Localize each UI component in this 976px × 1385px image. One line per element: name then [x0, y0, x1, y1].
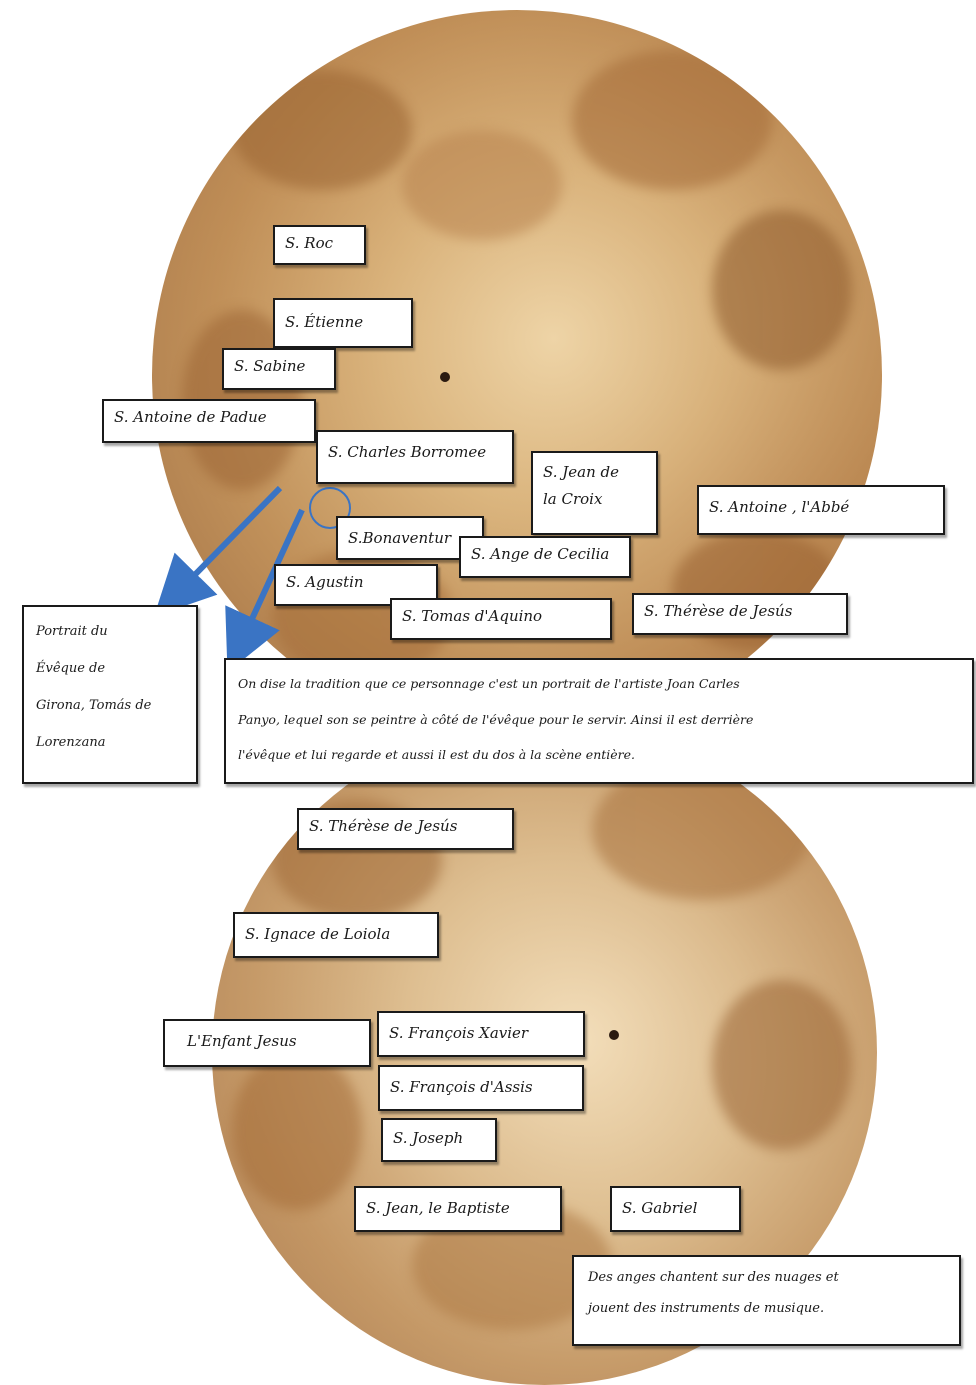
label-s-therese-de-jesus-top: S. Thérèse de Jesús	[632, 593, 848, 635]
label-s-charles-borromee: S. Charles Borromee	[316, 430, 514, 484]
label-s-ange-de-cecilia: S. Ange de Cecilia	[459, 536, 631, 578]
label-s-sabine: S. Sabine	[222, 348, 336, 390]
label-s-roc: S. Roc	[273, 225, 366, 265]
label-l-enfant-jesus: L'Enfant Jesus	[163, 1019, 371, 1067]
label-s-francois-d-assis: S. François d'Assis	[378, 1065, 584, 1111]
top-dome-center-mark	[440, 372, 450, 382]
label-s-antoine-abbe: S. Antoine , l'Abbé	[697, 485, 945, 535]
note-line: jouent des instruments de musique.	[588, 1294, 945, 1325]
label-s-antoine-de-padue: S. Antoine de Padue	[102, 399, 316, 443]
label-line: la Croix	[543, 486, 646, 513]
note-line: l'évêque et lui regarde et aussi il est …	[238, 737, 960, 773]
note-line: Des anges chantent sur des nuages et	[588, 1263, 945, 1294]
bottom-dome-center-mark	[609, 1030, 619, 1040]
note-line: Évêque de	[36, 650, 184, 687]
note-line: Portrait du	[36, 613, 184, 650]
note-line: Lorenzana	[36, 724, 184, 761]
label-line: S. Jean de	[543, 459, 646, 486]
note-line: On dise la tradition que ce personnage c…	[238, 666, 960, 702]
label-s-etienne: S. Étienne	[273, 298, 413, 348]
label-s-joseph: S. Joseph	[381, 1118, 497, 1162]
label-s-ignace-de-loiola: S. Ignace de Loiola	[233, 912, 439, 958]
angels-note: Des anges chantent sur des nuages et jou…	[572, 1255, 961, 1346]
label-s-jean-de-la-croix: S. Jean de la Croix	[531, 451, 658, 535]
note-line: Girona, Tomás de	[36, 687, 184, 724]
portrait-note: Portrait du Évêque de Girona, Tomás de L…	[22, 605, 198, 784]
label-s-jean-le-baptiste: S. Jean, le Baptiste	[354, 1186, 562, 1232]
label-s-gabriel: S. Gabriel	[610, 1186, 741, 1232]
label-s-therese-de-jesus-bottom: S. Thérèse de Jesús	[297, 808, 514, 850]
label-s-tomas-d-aquino: S. Tomas d'Aquino	[390, 598, 612, 640]
note-line: Panyo, lequel son se peintre à côté de l…	[238, 702, 960, 738]
tradition-note: On dise la tradition que ce personnage c…	[224, 658, 974, 784]
label-s-francois-xavier: S. François Xavier	[377, 1011, 585, 1057]
